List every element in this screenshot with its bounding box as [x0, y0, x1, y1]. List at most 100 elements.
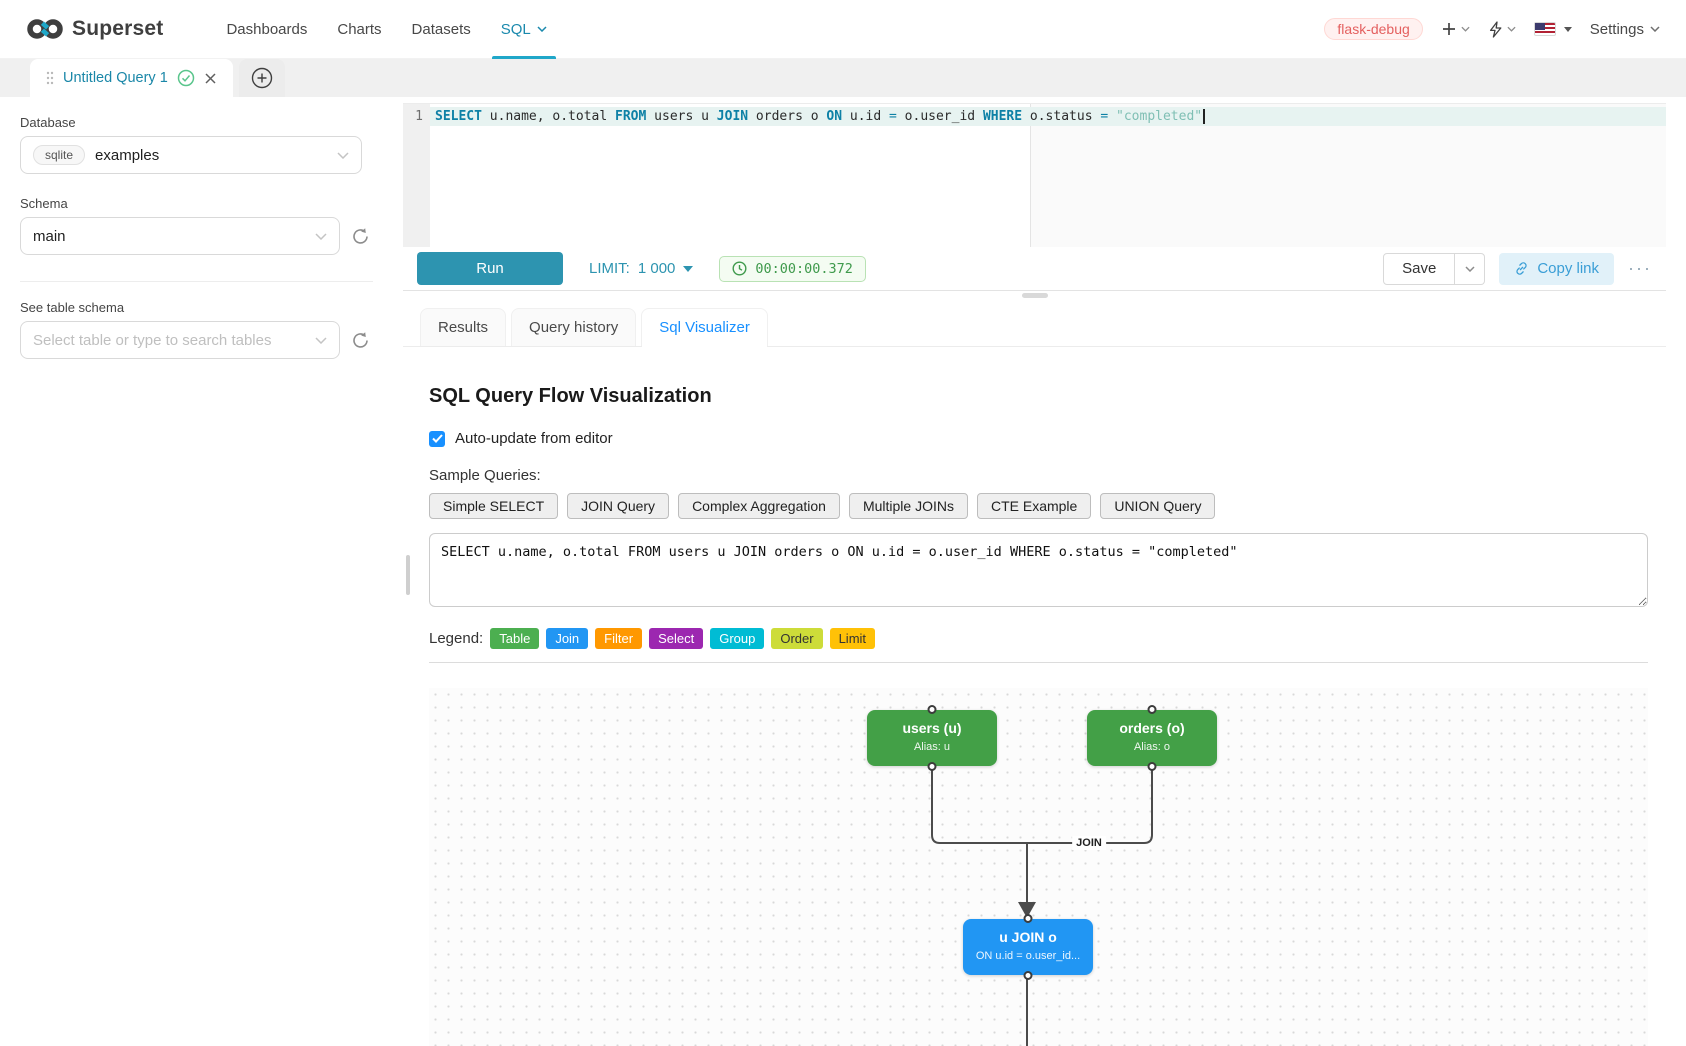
settings-menu[interactable]: Settings [1590, 21, 1660, 38]
legend-badge-order: Order [771, 628, 822, 649]
node-handle-top[interactable] [928, 705, 937, 714]
check-icon [432, 434, 443, 443]
top-navbar: Superset Dashboards Charts Datasets SQL … [0, 0, 1686, 59]
timer-value: 00:00:00.372 [755, 261, 853, 277]
sql-token: u.id [842, 109, 889, 124]
lightning-icon [1488, 21, 1503, 38]
table-select-placeholder: Select table or type to search tables [33, 332, 271, 349]
flow-edges [429, 688, 1648, 1046]
nav-item-charts[interactable]: Charts [322, 0, 396, 59]
flow-node-users[interactable]: users (u) Alias: u [867, 710, 997, 766]
clock-icon [732, 261, 747, 276]
node-title: orders (o) [1087, 720, 1217, 736]
refresh-tables-icon[interactable] [351, 331, 370, 350]
chevron-down-icon [1461, 26, 1470, 32]
limit-dropdown[interactable]: LIMIT: 1 000 [589, 260, 693, 277]
node-handle-bottom[interactable] [1148, 762, 1157, 771]
sample-cte-example-button[interactable]: CTE Example [977, 493, 1091, 519]
save-dropdown-button[interactable] [1455, 253, 1485, 285]
legend-label: Legend: [429, 630, 483, 647]
table-select[interactable]: Select table or type to search tables [20, 321, 340, 359]
flow-node-orders[interactable]: orders (o) Alias: o [1087, 710, 1217, 766]
settings-label: Settings [1590, 21, 1644, 38]
sql-token: users u [646, 109, 716, 124]
link-icon [1514, 261, 1529, 276]
query-search-menu[interactable] [1488, 21, 1516, 38]
sample-multiple-joins-button[interactable]: Multiple JOINs [849, 493, 968, 519]
content-divider [429, 662, 1648, 663]
sample-join-query-button[interactable]: JOIN Query [567, 493, 669, 519]
sample-simple-select-button[interactable]: Simple SELECT [429, 493, 558, 519]
tab-query-history[interactable]: Query history [511, 308, 636, 346]
refresh-schemas-icon[interactable] [351, 227, 370, 246]
legend-badge-limit: Limit [830, 628, 875, 649]
pane-resize-handle[interactable] [1022, 293, 1048, 298]
chevron-down-icon [337, 152, 349, 159]
sidebar-divider [20, 281, 373, 282]
sql-code-line: SELECT u.name, o.total FROM users u JOIN… [430, 107, 1666, 126]
flow-node-join[interactable]: u JOIN o ON u.id = o.user_id... [963, 919, 1093, 975]
plus-circle-icon [251, 67, 273, 89]
save-button[interactable]: Save [1383, 253, 1455, 285]
nav-item-dashboards[interactable]: Dashboards [211, 0, 322, 59]
node-subtitle: Alias: o [1087, 741, 1217, 753]
chevron-down-icon [1650, 26, 1660, 32]
node-handle-top[interactable] [1148, 705, 1157, 714]
sql-token [1108, 109, 1116, 124]
schema-value: main [33, 228, 66, 245]
query-tab-untitled-1[interactable]: Untitled Query 1 [30, 59, 233, 97]
query-flow-canvas[interactable]: users (u) Alias: u orders (o) Alias: o u… [429, 688, 1648, 1046]
tab-sql-visualizer[interactable]: Sql Visualizer [641, 308, 768, 346]
panel-title: SQL Query Flow Visualization [429, 385, 1666, 408]
main-nav: Dashboards Charts Datasets SQL [211, 0, 561, 59]
language-picker[interactable] [1534, 22, 1572, 36]
run-button[interactable]: Run [417, 252, 563, 285]
chevron-down-icon [315, 337, 327, 344]
node-handle-bottom[interactable] [928, 762, 937, 771]
database-select[interactable]: sqlite examples [20, 136, 362, 174]
sqllab-sidebar: Database sqlite examples Schema main See… [0, 97, 390, 1034]
sample-complex-aggregation-button[interactable]: Complex Aggregation [678, 493, 840, 519]
nav-item-sql[interactable]: SQL [486, 0, 562, 59]
more-options-button[interactable]: ··· [1628, 258, 1652, 279]
nav-item-datasets[interactable]: Datasets [397, 0, 486, 59]
chevron-down-icon [1465, 266, 1475, 272]
query-toolbar: Run LIMIT: 1 000 00:00:00.372 Save [403, 247, 1666, 291]
close-tab-icon[interactable] [204, 72, 217, 85]
node-handle-top[interactable] [1024, 914, 1033, 923]
auto-update-checkbox[interactable] [429, 431, 445, 447]
drag-handle-icon[interactable] [46, 71, 54, 85]
copy-link-button[interactable]: Copy link [1499, 253, 1614, 285]
query-text-input[interactable]: SELECT u.name, o.total FROM users u JOIN… [429, 533, 1648, 607]
new-item-menu[interactable] [1441, 21, 1470, 37]
legend-badge-group: Group [710, 628, 764, 649]
sql-code-editor[interactable]: 1 SELECT u.name, o.total FROM users u JO… [403, 103, 1666, 247]
caret-down-icon [683, 266, 693, 272]
tab-results[interactable]: Results [420, 308, 506, 346]
legend-badge-table: Table [490, 628, 539, 649]
new-query-tab-button[interactable] [239, 59, 285, 97]
limit-label: LIMIT: [589, 260, 630, 277]
sample-union-query-button[interactable]: UNION Query [1100, 493, 1215, 519]
editor-code-area[interactable]: SELECT u.name, o.total FROM users u JOIN… [430, 104, 1666, 247]
schema-label: Schema [20, 196, 373, 211]
caret-down-icon [1564, 27, 1572, 32]
node-subtitle: ON u.id = o.user_id... [963, 950, 1093, 962]
sql-token: JOIN [717, 109, 748, 124]
schema-select[interactable]: main [20, 217, 340, 255]
superset-logo[interactable]: Superset [26, 16, 163, 42]
chevron-down-icon [315, 233, 327, 240]
sql-token: o.status [1022, 109, 1100, 124]
database-value: examples [95, 147, 159, 164]
auto-update-row: Auto-update from editor [429, 430, 1666, 447]
node-title: users (u) [867, 720, 997, 736]
save-split-button: Save [1383, 253, 1485, 285]
sql-visualizer-panel: SQL Query Flow Visualization Auto-update… [403, 347, 1666, 1046]
table-schema-label: See table schema [20, 300, 373, 315]
node-handle-bottom[interactable] [1024, 971, 1033, 980]
sample-queries-label: Sample Queries: [429, 467, 1666, 484]
query-timer-badge: 00:00:00.372 [719, 256, 866, 282]
plus-icon [1441, 21, 1457, 37]
node-title: u JOIN o [963, 929, 1093, 945]
sql-token: ON [826, 109, 842, 124]
